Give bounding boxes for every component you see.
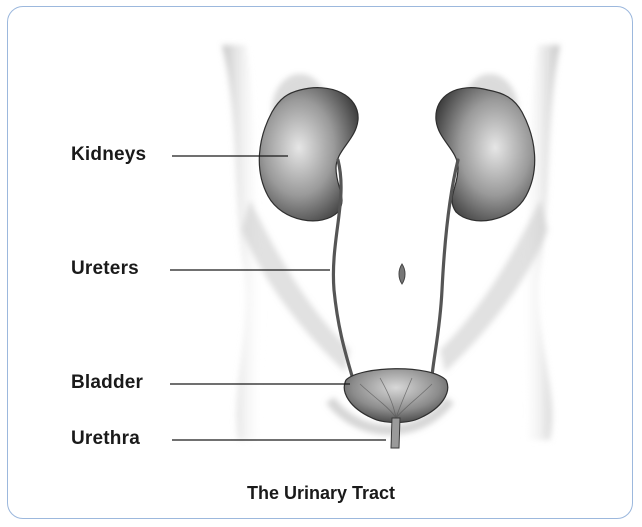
label-bladder: Bladder [71,372,143,394]
label-urethra: Urethra [71,428,140,450]
label-ureters: Ureters [71,258,139,280]
left-kidney [259,88,358,221]
diagram-caption: The Urinary Tract [0,483,642,504]
label-kidneys: Kidneys [71,144,146,166]
navel [399,264,405,284]
urethra-organ [391,418,400,448]
